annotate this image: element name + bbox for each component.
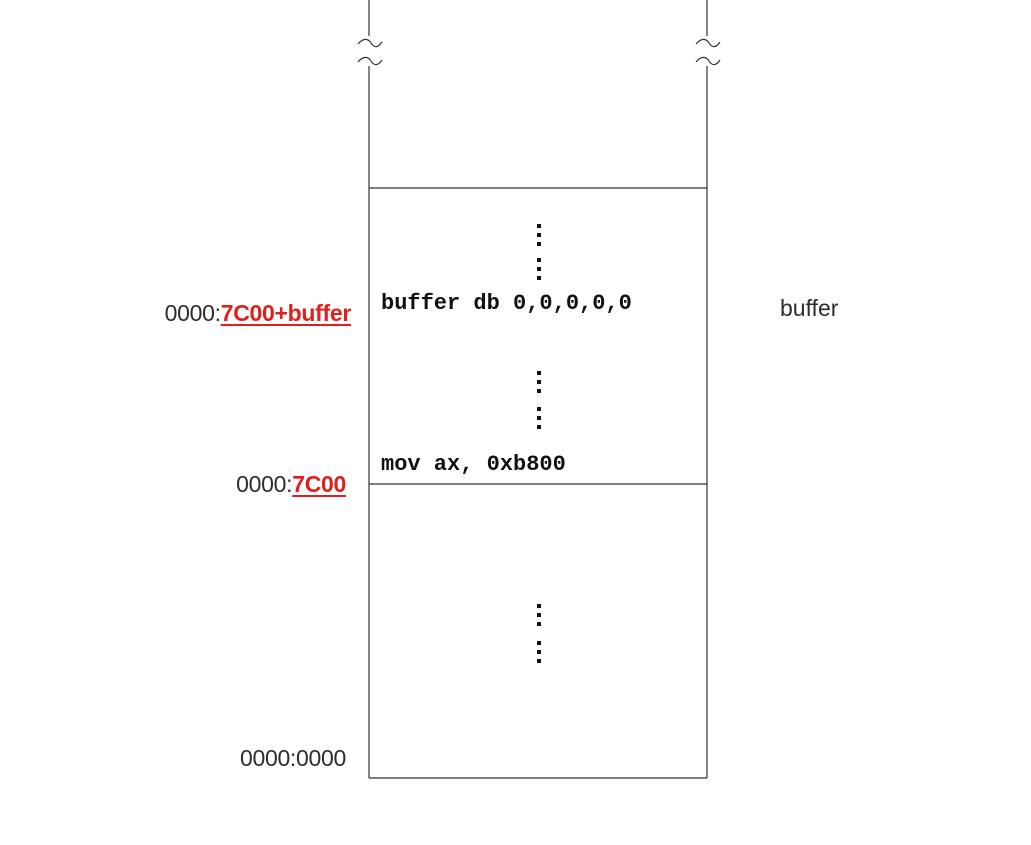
buffer-declaration-code: buffer db 0,0,0,0,0 <box>381 291 632 316</box>
break-mark-left <box>355 36 383 66</box>
address-label-buffer: 0000:7C00+buffer <box>164 300 352 327</box>
address-label-code-start: 0000:7C00 <box>236 471 346 498</box>
address-bottom-text: 0000:0000 <box>239 745 346 771</box>
buffer-side-label: buffer <box>780 295 839 321</box>
ellipsis-middle <box>537 371 541 429</box>
address-segment: 0000: <box>236 471 293 497</box>
address-segment: 0000: <box>164 300 221 326</box>
address-offset-highlight: 7C00+buffer <box>220 300 352 326</box>
break-mark-right <box>693 36 721 66</box>
ellipsis-upper <box>537 224 541 280</box>
ellipsis-lower <box>537 604 541 663</box>
address-offset-highlight: 7C00 <box>292 471 346 497</box>
mov-instruction-code: mov ax, 0xb800 <box>381 452 566 477</box>
address-label-bottom: 0000:0000 <box>240 745 346 772</box>
